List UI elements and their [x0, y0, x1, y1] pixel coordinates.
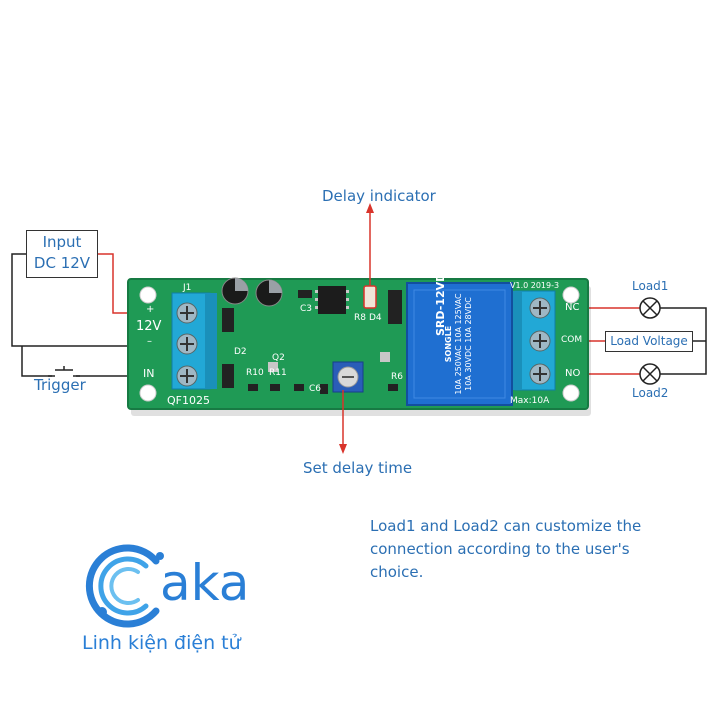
input-terminal-block: [171, 292, 217, 390]
pcb-plus-mark: +: [146, 304, 155, 315]
load1-label: Load1: [632, 279, 669, 293]
logo-wordmark: aka: [160, 554, 250, 612]
pcb-c3-mark: C3: [300, 304, 313, 314]
pcb-no-mark: NO: [565, 368, 581, 379]
pcb-c6-mark: C6: [309, 384, 322, 394]
input-box: Input DC 12V: [26, 230, 98, 278]
pcb-q2-mark: Q2: [272, 353, 285, 363]
note-line-3: choice.: [370, 563, 424, 581]
pcb-r10-mark: R10: [246, 368, 264, 378]
pcb-r8-mark: R8: [354, 313, 366, 323]
pcb-model-mark: QF1025: [167, 394, 210, 407]
input-label-line1: Input: [42, 233, 82, 251]
mounting-holes: [139, 286, 580, 402]
annotation-arrows: [339, 203, 374, 454]
pcb-d2-mark: D2: [234, 347, 247, 357]
pcb-in-mark: IN: [143, 367, 155, 380]
input-label-line2: DC 12V: [33, 254, 91, 272]
pcb-d4-mark: D4: [369, 313, 382, 323]
relay-label: SONGLE 10A 250VAC 10A 125VAC 10A 30VDC 1…: [444, 288, 476, 400]
pcb-r6-mark: R6: [391, 372, 403, 382]
relay-module: [406, 282, 513, 406]
trigger-switch-icon: [48, 366, 80, 383]
note-line-2: connection according to the user's: [370, 540, 630, 558]
pcb-r11-mark: R11: [269, 368, 287, 378]
smd-components: [222, 290, 402, 394]
note-line-1: Load1 and Load2 can customize the: [370, 517, 642, 535]
pcb-nc-mark: NC: [565, 302, 580, 313]
relay-rating-1: 10A 250VAC 10A 125VAC: [454, 293, 463, 395]
electrolytic-capacitors: [221, 277, 283, 307]
output-terminal-block: [512, 290, 556, 391]
logo-tagline: Linh kiện điện tử: [82, 632, 241, 654]
pcb-com-mark: COM: [561, 335, 583, 345]
load-lamp-icons: [639, 297, 661, 385]
pcb-date-mark: V1.0 2019-3: [510, 281, 560, 290]
set-delay-time-label: Set delay time: [303, 459, 413, 477]
delay-indicator-label: Delay indicator: [322, 187, 436, 205]
pcb-j1-mark: J1: [183, 283, 192, 293]
delay-potentiometer: [332, 361, 364, 393]
pcb-minus-mark: –: [147, 336, 152, 347]
load2-label: Load2: [632, 386, 669, 400]
pcb-max-mark: Max:10A: [510, 396, 550, 406]
relay-rating-2: 10A 30VDC 10A 28VDC: [464, 297, 473, 391]
input-minus-wire: [11, 253, 180, 347]
load-voltage-box: Load Voltage: [605, 331, 693, 352]
customization-note: Load1 and Load2 can customize the connec…: [370, 515, 641, 584]
relay-model: SRD-12VDC-SL-C: [434, 232, 447, 336]
trigger-label: Trigger: [34, 376, 86, 394]
pcb-12v-mark: 12V: [136, 319, 162, 334]
ic-chip: [315, 286, 349, 314]
caka-logo-icon: [85, 544, 164, 628]
